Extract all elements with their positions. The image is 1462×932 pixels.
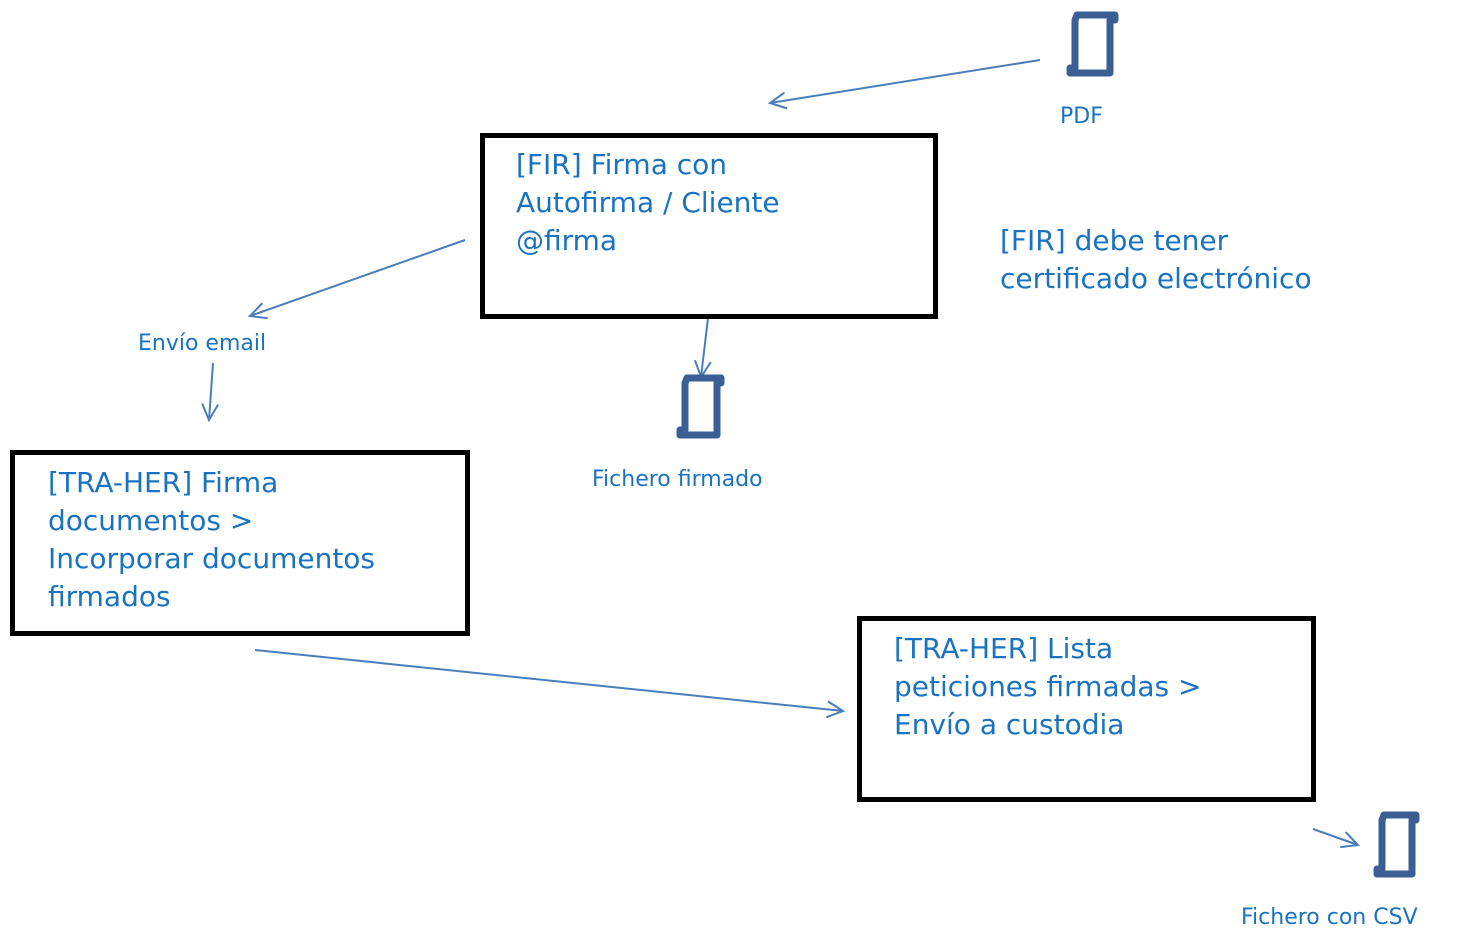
fir-box-text: [FIR] Firma con Autofirma / Cliente @fir… bbox=[516, 148, 780, 257]
certificate-note: [FIR] debe tener certificado electrónico bbox=[1000, 224, 1312, 295]
fichero-csv-label: Fichero con CSV bbox=[1241, 905, 1418, 930]
document-icon bbox=[1373, 811, 1420, 878]
tra-her-firma-box bbox=[10, 450, 470, 636]
fichero-firmado-label: Fichero firmado bbox=[592, 467, 763, 492]
arrow-envio-email-to-tra-her bbox=[201, 362, 219, 423]
arrow-fir-to-fichero-firmado bbox=[693, 317, 712, 380]
document-icon bbox=[1066, 11, 1119, 77]
tra-her-firma-box-text: [TRA-HER] Firma documentos > Incorporar … bbox=[48, 466, 376, 613]
arrow-tra-her-to-lista bbox=[254, 649, 846, 719]
envio-email-label: Envío email bbox=[138, 331, 267, 356]
pdf-label: PDF bbox=[1060, 104, 1103, 129]
arrow-lista-to-csv bbox=[1312, 828, 1361, 849]
fir-box bbox=[480, 133, 938, 319]
tra-her-lista-box bbox=[857, 616, 1316, 802]
document-icon bbox=[676, 374, 725, 439]
tra-her-lista-box-text: [TRA-HER] Lista peticiones firmadas > En… bbox=[894, 632, 1202, 741]
arrow-pdf-to-fir bbox=[767, 59, 1041, 110]
arrow-fir-to-envio-email bbox=[247, 239, 466, 320]
